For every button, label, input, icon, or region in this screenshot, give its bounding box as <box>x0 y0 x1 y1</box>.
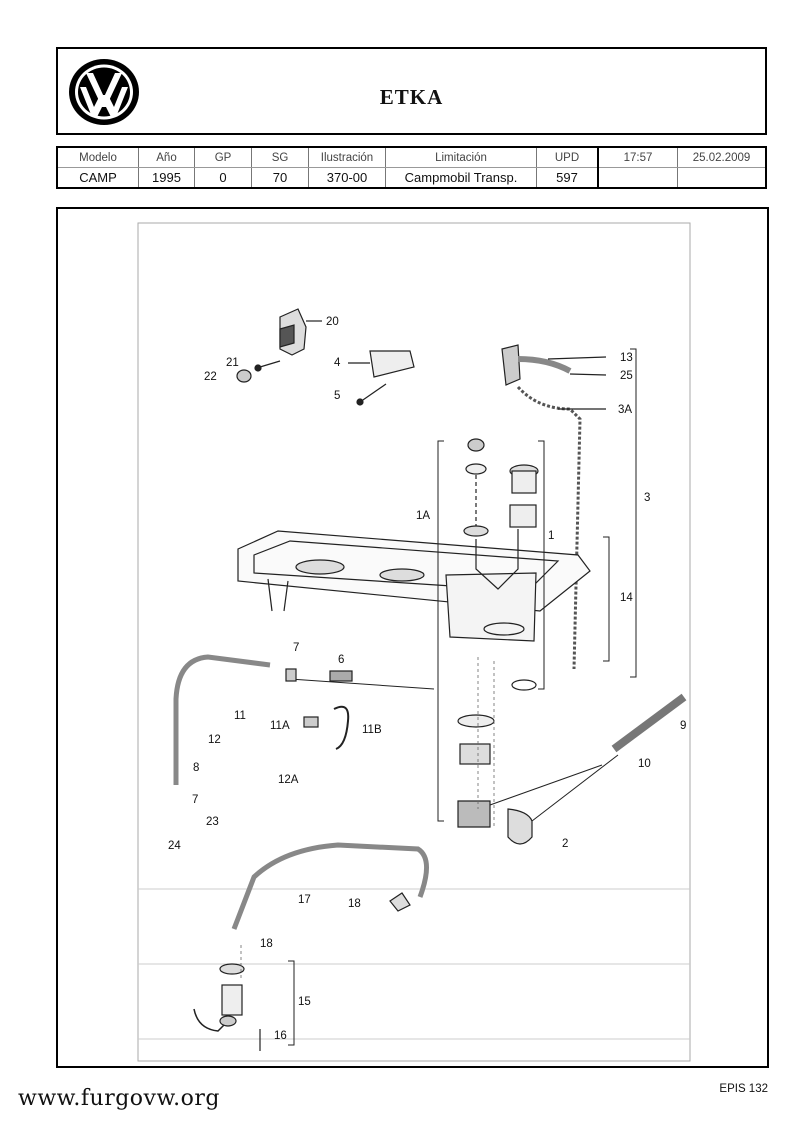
page-code: EPIS 132 <box>719 1083 768 1095</box>
val-modelo: CAMP <box>57 167 139 188</box>
callout-label: 21 <box>226 357 239 369</box>
col-ano: Año <box>138 147 195 168</box>
part-1a-stack <box>463 438 539 590</box>
val-sg: 70 <box>251 167 309 188</box>
callout-label: 6 <box>338 654 344 666</box>
callout-label: 16 <box>274 1030 287 1042</box>
callout-label: 15 <box>298 996 311 1008</box>
part-20-bracket <box>279 308 322 356</box>
callout-label: 24 <box>168 840 181 852</box>
callout-label: 17 <box>298 894 311 906</box>
callout-label: 1 <box>548 530 554 542</box>
col-gp: GP <box>194 147 252 168</box>
callout-label: 7 <box>192 794 198 806</box>
callout-label: 8 <box>193 762 199 774</box>
callout-label: 3A <box>618 404 632 416</box>
parts-diagram-panel: 20 21 22 4 5 13 25 3A 3 1A 1 14 7 6 11 1… <box>56 207 769 1068</box>
callout-label: 11 <box>234 710 246 722</box>
callout-label: 18 <box>260 938 273 950</box>
callout-label: 14 <box>620 592 633 604</box>
col-ilustracion: Ilustración <box>308 147 386 168</box>
callout-label: 12 <box>208 734 221 746</box>
callout-label: 11A <box>270 720 290 732</box>
val-upd: 597 <box>536 167 599 188</box>
val-ano: 1995 <box>138 167 195 188</box>
callout-label: 25 <box>620 370 633 382</box>
callout-label: 13 <box>620 352 633 364</box>
metadata-header-row: Modelo Año GP SG Ilustración Limitación … <box>57 147 766 168</box>
time-value: 17:57 <box>597 147 678 168</box>
app-title: ETKA <box>379 85 444 109</box>
callout-label: 20 <box>326 316 339 328</box>
callout-label: 4 <box>334 357 341 369</box>
callout-label: 5 <box>334 390 340 402</box>
callout-label: 22 <box>204 371 217 383</box>
callout-label: 2 <box>562 838 568 850</box>
callout-labels: 20 21 22 4 5 13 25 3A 3 1A 1 14 7 6 11 1… <box>168 316 686 1042</box>
col-sg: SG <box>251 147 309 168</box>
callout-label: 1A <box>416 510 430 522</box>
callout-label: 7 <box>293 642 299 654</box>
metadata-table: Modelo Año GP SG Ilustración Limitación … <box>56 146 767 189</box>
time-blank <box>597 167 678 188</box>
date-value: 25.02.2009 <box>677 147 766 168</box>
callout-label: 11B <box>362 724 382 736</box>
metadata-value-row: CAMP 1995 0 70 370-00 Campmobil Transp. … <box>57 167 767 189</box>
callout-label: 18 <box>348 898 361 910</box>
val-gp: 0 <box>194 167 252 188</box>
callout-label: 23 <box>206 816 219 828</box>
col-upd: UPD <box>536 147 599 168</box>
date-blank <box>678 168 767 189</box>
vw-logo-icon <box>66 57 142 127</box>
col-modelo: Modelo <box>57 147 139 168</box>
website-watermark: www.furgovw.org <box>18 1086 221 1111</box>
val-ilustracion: 370-00 <box>308 167 386 188</box>
val-limitacion: Campmobil Transp. <box>385 167 537 188</box>
header-panel: ETKA <box>56 47 767 135</box>
callout-label: 9 <box>680 720 686 732</box>
exploded-parts-diagram: 20 21 22 4 5 13 25 3A 3 1A 1 14 7 6 11 1… <box>137 222 691 1062</box>
callout-label: 10 <box>638 758 651 770</box>
callout-label: 3 <box>644 492 650 504</box>
callout-label: 12A <box>278 774 299 786</box>
col-limitacion: Limitación <box>385 147 537 168</box>
